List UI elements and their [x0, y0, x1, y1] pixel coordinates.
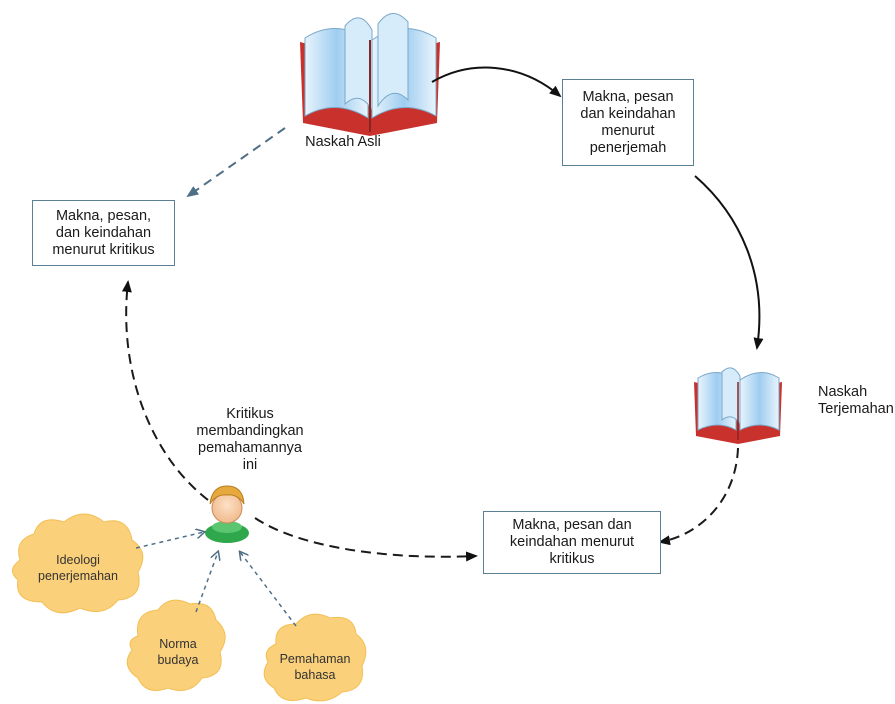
original-text-label: Naskah Asli	[305, 134, 381, 150]
translated-text-book-icon	[694, 367, 782, 444]
translator-meaning-text: Makna, pesan dan keindahan menurut pener…	[580, 88, 676, 156]
critic-meaning-original-box: Makna, pesan, dan keindahan menurut krit…	[32, 200, 175, 266]
language-cloud-text: Pemahaman bahasa	[279, 652, 351, 682]
translated-text-label: Naskah Terjemahan	[818, 384, 894, 417]
arrow-ideology-to-critic	[135, 532, 204, 549]
culture-cloud-shape	[126, 599, 226, 691]
critic-label: Kritikus membandingkan pemahamannya ini	[196, 406, 304, 473]
critic-meaning-original-text: Makna, pesan, dan keindahan menurut krit…	[52, 207, 155, 258]
language-cloud-shape	[263, 613, 367, 702]
critic-meaning-translation-text: Makna, pesan dan keindahan menurut kriti…	[509, 517, 635, 567]
ideology-cloud-text: Ideologi penerjemahan	[38, 553, 118, 583]
arrow-culture-to-critic	[195, 552, 218, 613]
translator-meaning-box: Makna, pesan dan keindahan menurut pener…	[562, 79, 694, 166]
critic-meaning-translation-box: Makna, pesan dan keindahan menurut kriti…	[483, 511, 661, 574]
critic-person-icon	[205, 485, 249, 543]
arrow-language-to-critic	[240, 552, 297, 627]
culture-cloud-text: Norma budaya	[157, 637, 199, 667]
arrow-translation-to-critic-box	[658, 447, 739, 546]
arrow-critic-to-critic-meaning	[121, 280, 209, 501]
original-text-book-icon	[300, 13, 440, 136]
arrow-translator-to-translation	[694, 175, 764, 350]
arrow-critic-to-critic-box	[254, 517, 478, 562]
arrow-original-to-translator	[431, 66, 562, 98]
ideology-cloud-shape	[12, 513, 144, 614]
arrow-original-to-critic-meaning	[186, 127, 286, 198]
